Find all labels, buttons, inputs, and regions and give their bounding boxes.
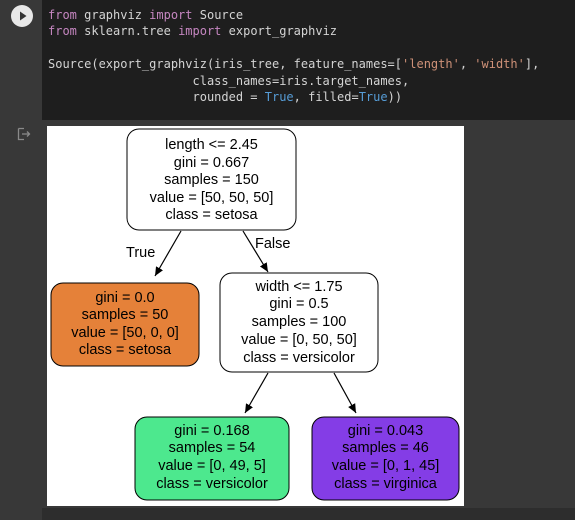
decision-tree-output: True False length <= 2.45 gini = 0.667 s… — [47, 126, 464, 506]
decision-tree-diagram: True False length <= 2.45 gini = 0.667 s… — [50, 128, 460, 501]
tree-node-root: length <= 2.45 gini = 0.667 samples = 15… — [126, 128, 297, 231]
tree-node-setosa-line: samples = 50 — [82, 307, 169, 323]
code-token: , — [459, 57, 475, 72]
run-cell-button[interactable] — [11, 5, 33, 27]
tree-node-root-line: samples = 150 — [164, 172, 259, 188]
play-icon — [12, 6, 32, 26]
tree-node-split2-line: class = versicolor — [243, 350, 355, 366]
tree-node-virginica-box — [311, 416, 460, 501]
tree-node-virginica-line: samples = 46 — [342, 440, 429, 456]
code-line: Source(export_graphviz(iris_tree, featur… — [48, 56, 575, 72]
code-token: import — [149, 8, 193, 22]
tree-node-split2-box — [219, 272, 379, 373]
code-token: 'width' — [474, 57, 525, 72]
code-token: , filled= — [293, 89, 359, 104]
code-token: Source — [192, 8, 244, 22]
edge-label-true: True — [126, 245, 155, 261]
code-token: True — [264, 89, 294, 104]
code-token: sklearn.tree — [76, 24, 179, 39]
code-token: from — [48, 24, 77, 39]
edge-split2-to-virginica — [333, 372, 357, 414]
tree-node-setosa-line: gini = 0.0 — [95, 290, 154, 306]
code-cell-gutter — [0, 0, 42, 120]
tree-node-virginica-line: value = [0, 1, 45] — [332, 458, 440, 474]
edge-root-to-setosa — [154, 230, 182, 277]
edge-label-false: False — [255, 236, 290, 252]
tree-node-root-line: value = [50, 50, 50] — [150, 190, 274, 206]
tree-node-versicolor-line: samples = 54 — [169, 440, 256, 456]
tree-node-split2: width <= 1.75 gini = 0.5 samples = 100 v… — [219, 272, 379, 373]
code-line — [48, 40, 575, 56]
tree-node-split2-line: samples = 100 — [252, 314, 347, 330]
tree-node-versicolor-box — [134, 416, 290, 501]
code-token: class_names=iris.target_names, — [48, 73, 410, 88]
tree-node-root-line: gini = 0.667 — [174, 155, 249, 171]
edge-root-to-split2 — [242, 230, 269, 273]
tree-node-root-line: class = setosa — [165, 207, 258, 223]
edge-split2-to-versicolor — [244, 372, 269, 414]
code-token: graphviz — [76, 8, 150, 22]
tree-node-root-box — [126, 128, 297, 231]
output-arrow-icon[interactable] — [17, 127, 31, 141]
output-gutter — [0, 120, 42, 520]
tree-node-setosa-line: value = [50, 0, 0] — [71, 325, 179, 341]
tree-node-versicolor-line: value = [0, 49, 5] — [158, 458, 266, 474]
code-token: Source(export_graphviz(iris_tree, featur… — [48, 57, 403, 72]
output-area-bottom — [42, 508, 575, 520]
tree-node-split2-line: value = [0, 50, 50] — [241, 332, 357, 348]
tree-node-versicolor-line: gini = 0.168 — [174, 423, 249, 439]
tree-node-split2-line: width <= 1.75 — [254, 279, 342, 295]
code-token: export_graphviz — [221, 24, 338, 39]
tree-node-virginica-line: gini = 0.043 — [348, 423, 423, 439]
code-token: ], — [524, 57, 540, 72]
tree-node-setosa-line: class = setosa — [79, 342, 172, 358]
tree-node-setosa-box — [50, 282, 200, 367]
tree-node-virginica: gini = 0.043 samples = 46 value = [0, 1,… — [311, 416, 460, 501]
tree-node-split2-line: gini = 0.5 — [269, 296, 328, 312]
code-token: 'length' — [402, 57, 460, 72]
code-token: import — [178, 24, 222, 39]
tree-node-versicolor: gini = 0.168 samples = 54 value = [0, 49… — [134, 416, 290, 501]
code-line: class_names=iris.target_names, — [48, 73, 575, 89]
code-line: from graphviz import Source — [48, 7, 575, 23]
tree-node-versicolor-line: class = versicolor — [156, 476, 268, 492]
code-token: )) — [387, 89, 403, 104]
tree-node-virginica-line: class = virginica — [334, 476, 438, 492]
code-token: True — [358, 89, 388, 104]
code-line: from sklearn.tree import export_graphviz — [48, 23, 575, 39]
code-token: rounded = — [48, 89, 265, 104]
tree-node-root-line: length <= 2.45 — [165, 137, 258, 153]
tree-node-setosa: gini = 0.0 samples = 50 value = [50, 0, … — [50, 282, 200, 367]
code-token: from — [48, 8, 77, 22]
code-line: rounded = True, filled=True)) — [48, 89, 575, 105]
